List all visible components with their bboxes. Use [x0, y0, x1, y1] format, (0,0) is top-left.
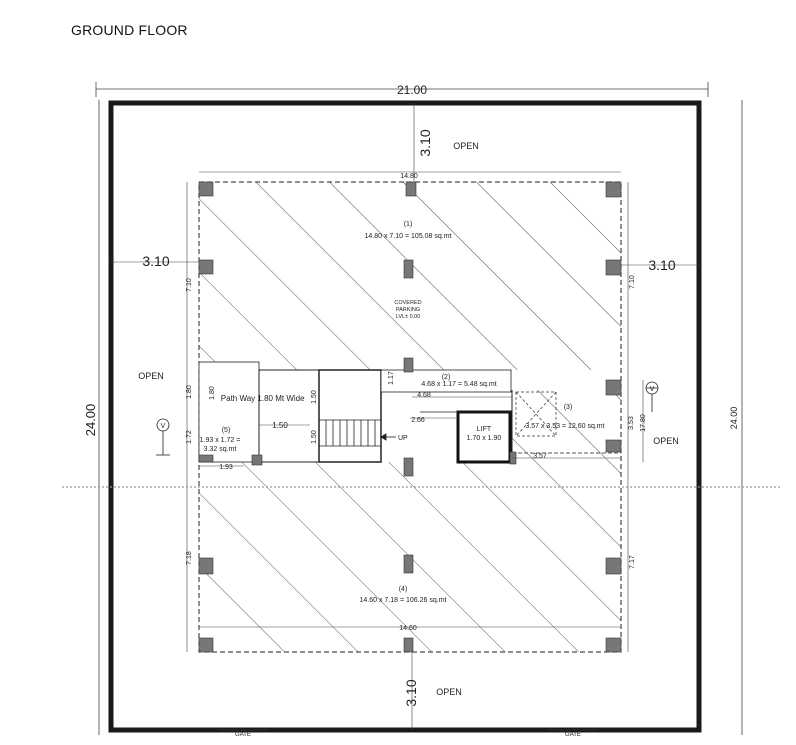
setback-top-dim: 3.10 — [417, 129, 433, 156]
overall-height-dim-right: 24.00 — [729, 407, 739, 430]
left-bottom-dim: 7.18 — [186, 551, 193, 565]
section-marker-left — [156, 418, 170, 456]
stair-height-dim: 1.50 — [311, 390, 318, 404]
section-marker-right-label: V — [650, 386, 655, 393]
overall-dimensions — [95, 82, 743, 735]
overall-width-dim: 21.00 — [397, 83, 427, 97]
gate-left-label: GATE — [235, 732, 251, 738]
area1-calc: 14.80 x 7.10 = 105.08 sq.mt — [365, 233, 452, 240]
inner-width-top-dim: 14.80 — [400, 173, 418, 180]
core-width-dim-3: 3.57 — [533, 453, 547, 460]
area5-number: (5) — [222, 427, 231, 434]
setback-right-dim: 3.10 — [648, 257, 675, 273]
open-left-label: OPEN — [138, 371, 164, 381]
open-bottom-label: OPEN — [436, 687, 462, 697]
columns — [198, 181, 622, 653]
left-top-dim: 7.10 — [186, 278, 193, 292]
open-right-label: OPEN — [653, 436, 679, 446]
covered-parking-line3: LVL± 0.00 — [396, 314, 421, 320]
inner-dimension-lines — [62, 103, 780, 730]
area3-calc: 3.57 x 3.53 = 12.60 sq.mt — [525, 423, 604, 430]
central-core — [198, 361, 621, 464]
section-marker-right — [645, 381, 659, 412]
covered-parking-line1: COVERED — [394, 300, 421, 306]
area2-number: (2) — [442, 374, 451, 381]
core-width-dim-2: 2.66 — [411, 417, 425, 424]
area4-calc: 14.60 x 7.18 = 106.26 sq.mt — [360, 597, 447, 604]
right-bottom-dim: 7.17 — [629, 555, 636, 569]
inner-width-bottom-dim: 14.60 — [399, 625, 417, 632]
staircase — [319, 419, 396, 447]
pathway-width-label: 1.80 Mt Wide — [257, 394, 305, 403]
area1-number: (1) — [404, 221, 413, 228]
area4-number: (4) — [399, 586, 408, 593]
area3-cross — [515, 391, 557, 437]
lift-label: LIFT — [477, 426, 492, 433]
core-height-dim: 1.17 — [388, 371, 395, 385]
area2-calc: 4.68 x 1.17 = 5.48 sq.mt — [421, 381, 496, 388]
covered-parking-line2: PARKING — [396, 307, 420, 313]
pathway-label: Path Way — [221, 394, 255, 403]
overall-height-dim-left: 24.00 — [83, 404, 98, 437]
left-mid-dim: 1.80 — [186, 385, 193, 399]
area5-calc-line1: 1.93 x 1.72 = — [200, 437, 241, 444]
page-title: GROUND FLOOR — [71, 22, 188, 38]
right-mid-a-dim: 3.53 — [628, 416, 635, 430]
open-top-label: OPEN — [453, 141, 479, 151]
stair-up-label: UP — [398, 435, 408, 442]
right-top-dim: 7.10 — [629, 275, 636, 289]
left-low-dim: 1.72 — [186, 430, 193, 444]
section-marker-left-label: V — [161, 423, 166, 430]
core-width-dim-1: 4.68 — [417, 392, 431, 399]
setback-bottom-dim: 3.10 — [403, 679, 419, 706]
area3-number: (3) — [564, 404, 573, 411]
gate-right-label: GATE — [565, 732, 581, 738]
stair-height-dim-2: 1.50 — [311, 430, 318, 444]
right-mid-b-dim: 17.80 — [640, 414, 647, 432]
compound-wall — [108, 100, 702, 733]
stair-width-dim: 1.50 — [272, 421, 288, 430]
setback-left-dim: 3.10 — [142, 253, 169, 269]
lift-size-label: 1.70 x 1.90 — [467, 435, 502, 442]
bottom-left-dim: 1.93 — [219, 464, 233, 471]
area5-calc-line2: 3.32 sq.mt — [204, 446, 237, 453]
path-height-dim: 1.80 — [209, 386, 216, 400]
core-right-hatch — [512, 390, 621, 462]
